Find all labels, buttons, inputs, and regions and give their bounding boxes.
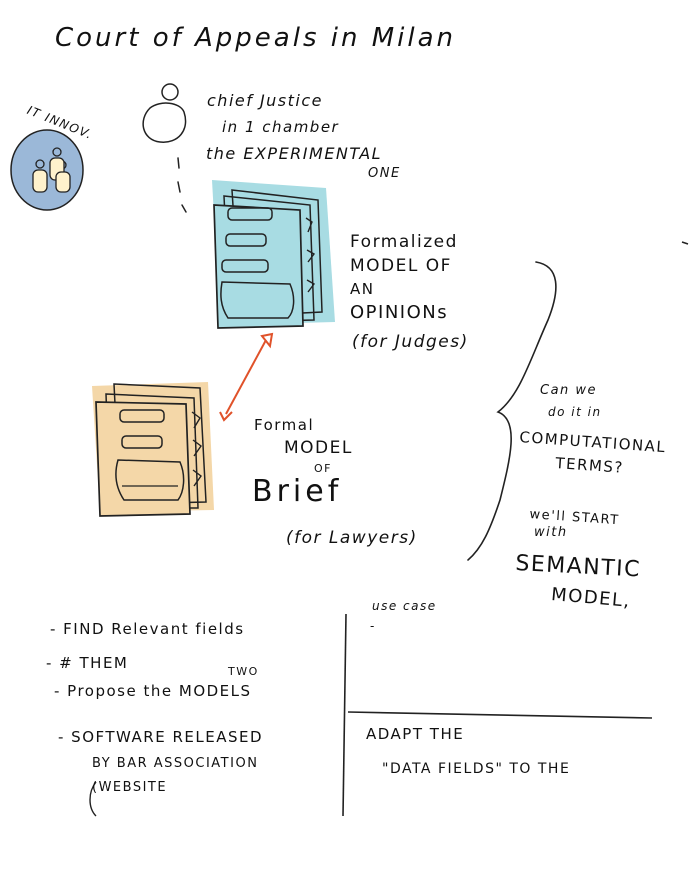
use-case-dash: - — [370, 619, 376, 633]
brief-documents-icon — [92, 382, 214, 517]
dotted-connector — [177, 157, 187, 213]
opinion-model-line5: (for Judges) — [352, 332, 469, 352]
opinion-model-line2: MODEL OF — [350, 256, 452, 276]
todo-item-software-line1: - SOFTWARE RELEASED — [58, 728, 264, 746]
todo-item-propose-models: - Propose the MODELS — [54, 682, 252, 700]
computational-line2: do it in — [548, 405, 602, 419]
opinion-model-line1: Formalized — [350, 232, 458, 252]
adapt-line1: ADAPT THE — [366, 725, 465, 743]
it-innovation-group-icon — [10, 129, 84, 211]
curly-brace — [467, 261, 557, 561]
brief-model-line5: (for Lawyers) — [286, 528, 418, 548]
todo-item-two: TWO — [228, 665, 259, 678]
use-case-label: use case — [372, 599, 437, 613]
vertical-divider — [342, 613, 347, 817]
todo-item-software-line3: (WEBSITE — [92, 780, 168, 795]
opinion-model-line4: OPINIONs — [350, 302, 449, 323]
brief-model-line1: Formal — [254, 416, 315, 434]
chief-justice-person-icon — [142, 83, 187, 143]
todo-item-software-line2: BY BAR ASSOCIATION — [92, 756, 259, 771]
chief-justice-line2: in 1 chamber — [222, 118, 340, 136]
opinion-documents-icon — [212, 180, 335, 329]
chief-justice-line4: ONE — [368, 166, 401, 181]
opinion-model-line3: AN — [350, 280, 375, 298]
horizontal-divider — [347, 711, 653, 719]
todo-item-find-fields: - FIND Relevant fields — [50, 620, 245, 638]
chief-justice-line3: the EXPERIMENTAL — [206, 144, 383, 163]
chief-justice-line1: chief Justice — [207, 91, 323, 110]
page-title: Court of Appeals in Milan — [55, 23, 457, 53]
computational-line6: with — [534, 525, 568, 540]
brief-model-line2: MODEL — [284, 438, 353, 458]
brief-model-line4: Brief — [252, 474, 343, 509]
brief-model-line3: OF — [314, 462, 332, 475]
adapt-line2: "DATA FIELDS" TO THE — [382, 761, 571, 777]
bidirectional-arrow-icon — [219, 332, 274, 422]
stray-mark — [681, 241, 689, 245]
todo-item-number-them: - # THEM — [46, 654, 129, 672]
computational-line1: Can we — [540, 383, 598, 398]
website-paren — [89, 781, 97, 817]
